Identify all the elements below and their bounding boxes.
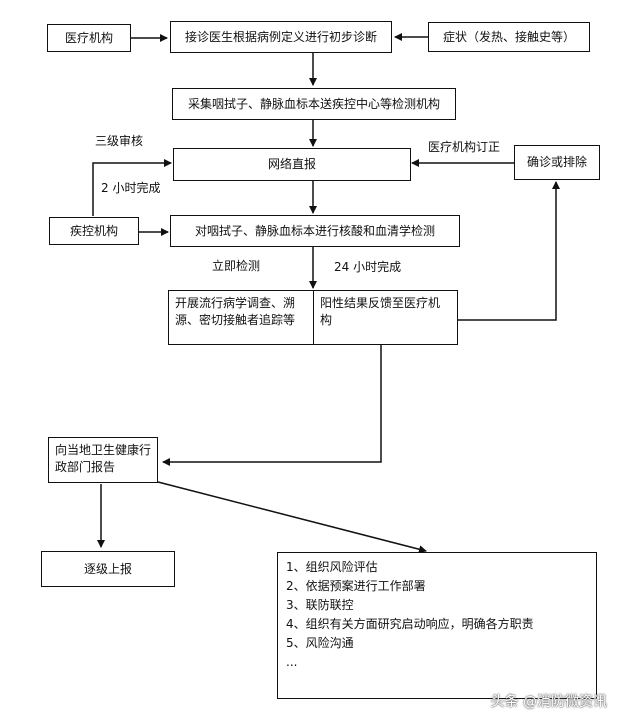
label-two-hours: 2 小时完成 — [101, 181, 161, 195]
actions-list-box: 1、组织风险评估 2、依据预案进行工作部署 3、联防联控 4、组织有关方面研究启… — [277, 552, 597, 699]
line-results-to-health-dept — [162, 345, 382, 466]
cdc-box: 疾控机构 — [49, 217, 139, 245]
label-institution-revision: 医疗机构订正 — [428, 140, 501, 154]
symptoms-text: 症状（发热、接触史等） — [442, 29, 575, 44]
symptoms-box: 症状（发热、接触史等） — [428, 22, 590, 52]
positive-feedback-text: 阳性结果反馈至医疗机构 — [320, 296, 441, 327]
action-item: 3、联防联控 — [286, 598, 354, 612]
network-report-box: 网络直报 — [173, 148, 411, 181]
lab-testing-text: 对咽拭子、静脉血标本进行核酸和血清学检测 — [194, 223, 435, 238]
sample-collection-box: 采集咽拭子、静脉血标本送疾控中心等检测机构 — [172, 88, 456, 120]
label-immediate-test: 立即检测 — [212, 259, 261, 273]
confirm-or-exclude-text: 确诊或排除 — [526, 155, 587, 169]
cdc-text: 疾控机构 — [69, 223, 118, 238]
report-upward-text: 逐级上报 — [83, 561, 132, 576]
positive-feedback-box: 阳性结果反馈至医疗机构 — [313, 290, 458, 345]
lab-testing-box: 对咽拭子、静脉血标本进行核酸和血清学检测 — [170, 215, 460, 247]
confirm-or-exclude-box: 确诊或排除 — [514, 145, 600, 180]
label-within-24h: 24 小时完成 — [334, 260, 402, 274]
arrow-health-dept-to-actions — [157, 481, 427, 554]
action-item: 2、依据预案进行工作部署 — [286, 579, 426, 593]
report-health-dept-box: 向当地卫生健康行政部门报告 — [48, 437, 158, 483]
epi-investigation-text: 开展流行病学调查、溯源、密切接触者追踪等 — [175, 296, 296, 327]
sample-collection-text: 采集咽拭子、静脉血标本送疾控中心等检测机构 — [187, 96, 440, 111]
line-cdc-to-report — [92, 159, 172, 216]
initial-diagnosis-box: 接诊医生根据病例定义进行初步诊断 — [170, 21, 392, 53]
report-health-dept-text: 向当地卫生健康行政部门报告 — [55, 443, 152, 474]
action-item: ... — [286, 655, 298, 669]
initial-diagnosis-text: 接诊医生根据病例定义进行初步诊断 — [184, 29, 377, 44]
action-item: 5、风险沟通 — [286, 636, 354, 650]
watermark: 头条 @消防微资讯 — [490, 694, 607, 710]
label-three-level-review: 三级审核 — [95, 134, 144, 148]
line-feedback-to-confirm — [458, 181, 560, 321]
medical-institution-text: 医疗机构 — [64, 30, 113, 45]
medical-institution-box: 医疗机构 — [47, 24, 131, 52]
action-item: 1、组织风险评估 — [286, 560, 378, 574]
epi-investigation-box: 开展流行病学调查、溯源、密切接触者追踪等 — [168, 290, 314, 345]
action-item: 4、组织有关方面研究启动响应，明确各方职责 — [286, 617, 534, 631]
network-report-text: 网络直报 — [267, 157, 316, 171]
report-upward-box: 逐级上报 — [41, 551, 175, 587]
